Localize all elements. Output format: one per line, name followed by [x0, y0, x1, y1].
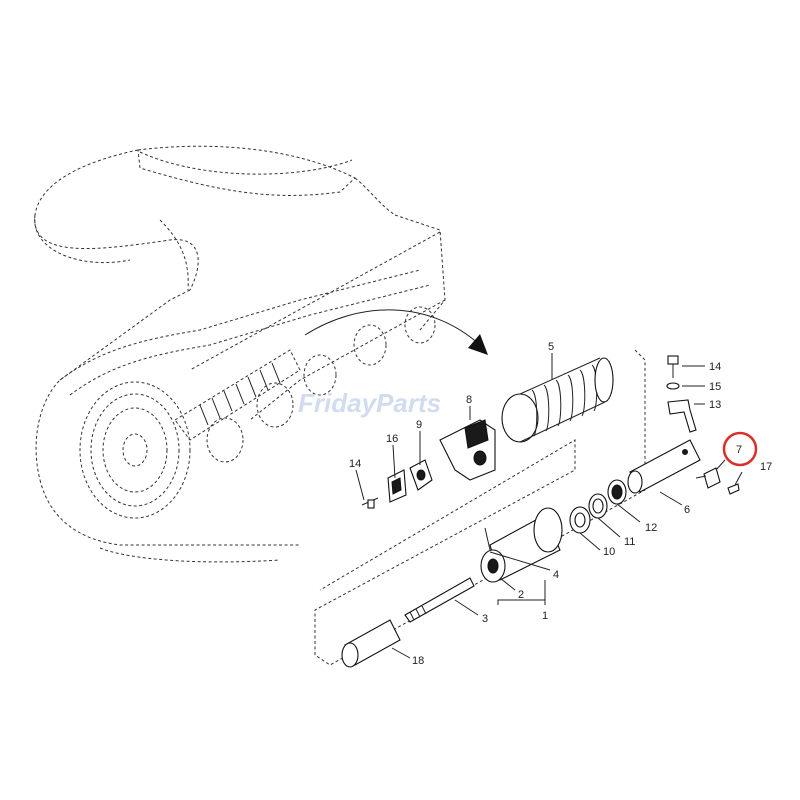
assembly-arrow	[304, 309, 481, 346]
bolt-right	[667, 355, 679, 378]
highlight-circle	[722, 431, 758, 467]
nipple	[727, 483, 740, 495]
callout-11: 11	[624, 536, 635, 548]
cylinder	[480, 507, 563, 583]
block	[409, 459, 433, 491]
plate	[667, 399, 697, 433]
watermark: FridayParts	[298, 388, 441, 418]
callout-13: 13	[709, 399, 721, 411]
exploded-parts-boundary	[314, 349, 646, 666]
callout-4: 4	[553, 569, 559, 581]
track-rollers	[206, 306, 436, 463]
callout-6: 6	[684, 504, 690, 516]
seal-rings	[569, 479, 627, 534]
callout-3: 3	[482, 613, 488, 625]
callout-2: 2	[518, 589, 524, 601]
clamp	[387, 469, 407, 503]
callout-5: 5	[548, 341, 554, 353]
callout-14a: 14	[349, 458, 361, 470]
callout-16: 15	[709, 381, 721, 393]
callout-14b: 14	[709, 361, 721, 373]
callout-7: 7	[736, 444, 742, 456]
callout-12: 12	[645, 522, 657, 534]
callout-1: 1	[542, 610, 548, 622]
callout-8: 8	[466, 394, 472, 406]
callout-10: 10	[603, 546, 615, 558]
installed-spring	[174, 349, 301, 441]
callout-17: 16	[386, 433, 398, 445]
sleeve	[341, 619, 401, 668]
assembly-arrowhead	[468, 334, 488, 355]
recoil-spring	[501, 357, 614, 443]
washer	[666, 382, 680, 390]
callout-18: 18	[412, 655, 424, 667]
callout-15: 17	[760, 461, 772, 473]
grease-fitting	[695, 467, 721, 489]
idler-wheel	[79, 381, 191, 519]
leader-lines	[355, 353, 743, 659]
callout-9: 9	[416, 419, 422, 431]
piston-rod	[404, 577, 475, 623]
bracket	[439, 419, 496, 481]
track-frame-outline	[34, 145, 446, 563]
bolt-left	[361, 497, 379, 509]
bolt-4	[484, 527, 491, 551]
rod	[627, 439, 701, 494]
